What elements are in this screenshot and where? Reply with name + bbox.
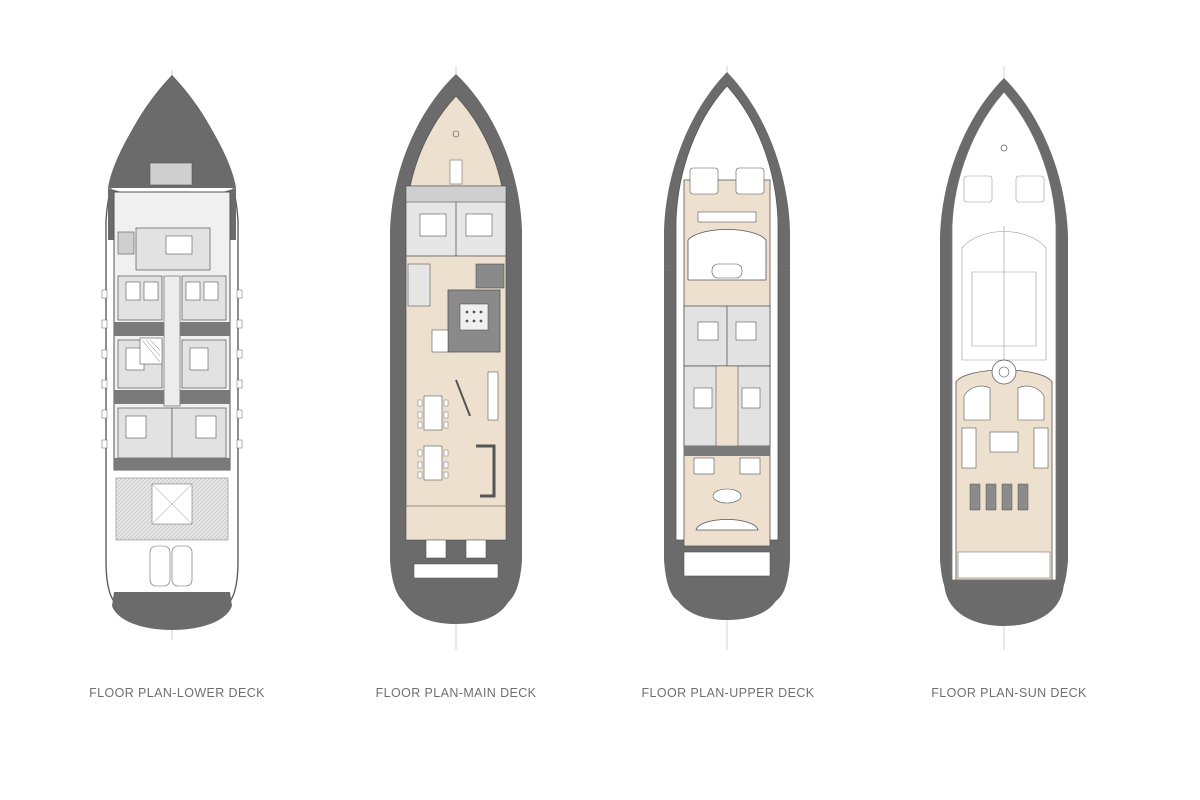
lower-stern — [112, 592, 232, 630]
sun-deck-caption: FLOOR PLAN-SUN DECK — [931, 686, 1087, 700]
upper-deck-caption: FLOOR PLAN-UPPER DECK — [641, 686, 815, 700]
main-deck-plan — [390, 66, 522, 650]
main-deck-caption: FLOOR PLAN-MAIN DECK — [375, 686, 537, 700]
sun-deck-plan — [940, 66, 1068, 650]
sun-deck-floor — [955, 369, 1053, 581]
lower-deck-caption: FLOOR PLAN-LOWER DECK — [89, 686, 265, 700]
lower-deck-plan — [101, 70, 243, 640]
upper-deck-plan — [664, 66, 790, 650]
lower-bow-section — [108, 76, 236, 188]
